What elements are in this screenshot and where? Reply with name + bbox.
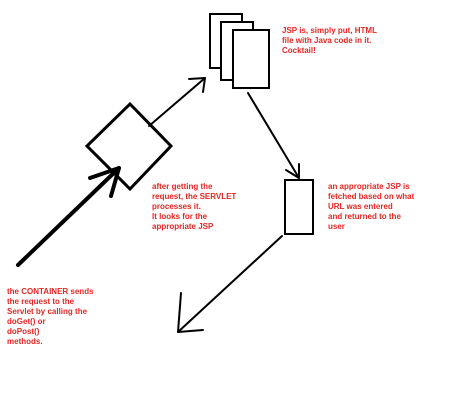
fetched-jsp-page [284,179,314,235]
note-line: after getting the [152,182,213,191]
jsp-pages-stack [209,13,270,89]
note-line: URL was entered [328,202,393,211]
arrow-response-to-user [177,235,283,333]
note-line: the request to the [7,297,75,306]
arrow-jsp-to-fetched [247,92,300,179]
jsp-page-front [232,29,270,89]
note-line: Cocktail! [282,46,316,55]
note-line: processes it. [152,202,201,211]
note-line: the CONTAINER sends [7,287,94,296]
arrow-request-to-servlet [16,166,121,267]
note-line: appropriate JSP [152,222,214,231]
note-line: methods. [7,337,43,346]
note-line: request, the SERVLET [152,192,237,201]
note-line: fetched based on what [328,192,415,201]
note-line: an appropriate JSP is [328,182,410,191]
note-line: file with Java code in it. [282,36,372,45]
jsp-description-note: JSP is, simply put, HTML file with Java … [282,26,377,56]
note-line: JSP is, simply put, HTML [282,26,377,35]
note-line: doGet() or [7,317,46,326]
note-line: It looks for the [152,212,208,221]
note-line: Servlet by calling the [7,307,88,316]
note-line: and returned to the [328,212,401,221]
container-request-note: the CONTAINER sends the request to the S… [7,287,94,347]
note-line: doPost() [7,327,40,336]
jsp-fetched-note: an appropriate JSP is fetched based on w… [328,182,414,232]
arrow-servlet-to-jsp [148,77,206,127]
note-line: user [328,222,345,231]
servlet-processing-note: after getting the request, the SERVLET p… [152,182,236,232]
